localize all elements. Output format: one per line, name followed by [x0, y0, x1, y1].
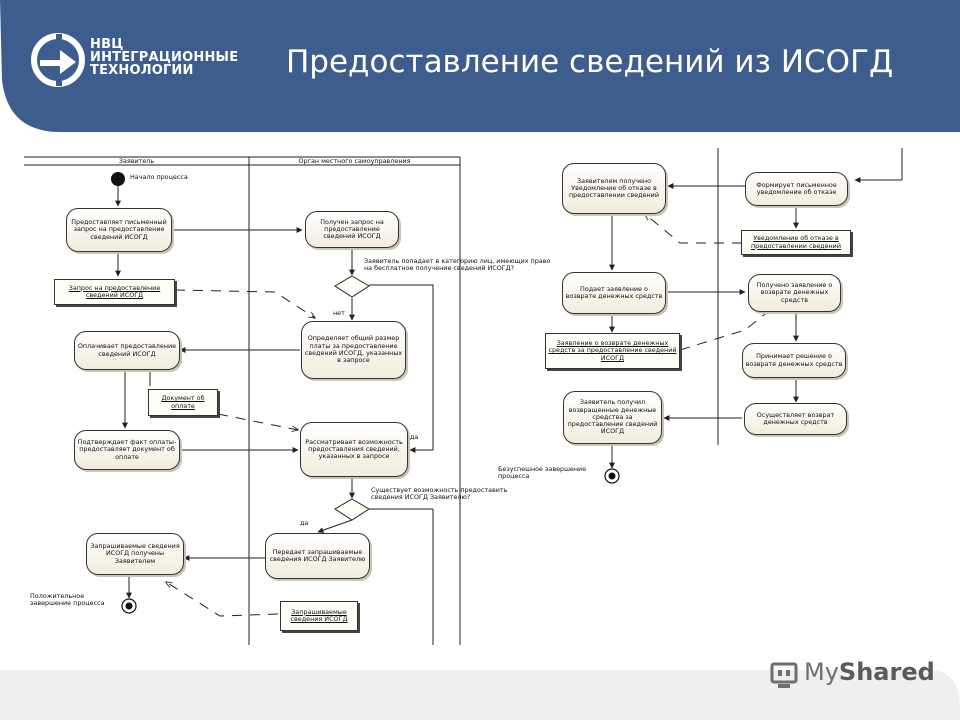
decision-can-provide-yes: да: [300, 519, 309, 527]
object-requested-info-label: Запрашиваемые сведения ИСОГД: [290, 607, 348, 623]
activity-request-received: Получен запрос на предоставление сведени…: [305, 211, 399, 248]
header-background: [0, 0, 960, 132]
activity-refund-decision: Принимает решение о возврате денежных ср…: [742, 343, 846, 378]
logo-line-3: ТЕХНОЛОГИИ: [90, 63, 194, 78]
activity-refund-received-by-applicant: Заявитель получил возвращенные денежные …: [563, 391, 662, 444]
myshared-logo-icon: [770, 662, 798, 688]
nvc-logo-icon: [31, 33, 85, 87]
end-negative-label: Безуспешное завершение процесса: [498, 465, 587, 481]
header-bar: НВЦ ИНТЕГРАЦИОННЫЕ ТЕХНОЛОГИИ Предоставл…: [0, 0, 960, 132]
object-refusal-notice-label: Уведомление об отказе в предоставлении с…: [751, 234, 841, 250]
page-title: Предоставление сведений из ИСОГД: [286, 44, 894, 80]
object-refusal-notice: Уведомление об отказе в предоставлении с…: [741, 230, 851, 255]
object-refund-application-label: Заявление о возврате денежных средств за…: [548, 339, 677, 362]
activity-pay: Оплачивает предоставление сведений ИСОГД: [74, 331, 180, 370]
decision-free-access-yes: да: [410, 433, 419, 441]
decision-can-provide: [334, 498, 370, 521]
activity-determine-fee: Определяет общий размер платы за предост…: [301, 321, 406, 379]
activity-refusal-received: Заявителем получено Уведомление об отказ…: [562, 163, 666, 214]
myshared-logo: MyShared: [768, 654, 938, 694]
activity-make-refund: Осуществляет возврат денежных средств: [744, 403, 847, 435]
object-requested-info: Запрашиваемые сведения ИСОГД: [280, 601, 358, 631]
object-request-label: Запрос на предоставление сведений ИСОГД: [68, 283, 161, 299]
footer-band: [0, 670, 960, 720]
myshared-text: MyShared: [804, 658, 935, 686]
object-request: Запрос на предоставление сведений ИСОГД: [54, 279, 175, 305]
logo-line-1: НВЦ: [90, 37, 124, 52]
decision-can-provide-label: Существует возможность предоставить свед…: [371, 486, 508, 502]
lane-applicant: Заявитель: [118, 157, 155, 165]
myshared-bold: Shared: [838, 658, 935, 686]
myshared-light: My: [804, 658, 839, 686]
decision-free-access-no: нет: [333, 309, 345, 317]
object-payment-document-label: Документ об оплате: [161, 394, 205, 410]
logo-text: НВЦ ИНТЕГРАЦИОННЫЕ ТЕХНОЛОГИИ: [90, 38, 238, 77]
activity-form-refusal: Формирует письменное уведомление об отка…: [745, 172, 848, 206]
activity-refund-received: Получено заявление о возврате денежных с…: [748, 274, 841, 312]
object-payment-document: Документ об оплате: [148, 389, 218, 416]
decision-free-access: [334, 275, 370, 298]
activity-info-received: Запрашиваемые сведения ИСОГД получены За…: [86, 533, 184, 575]
lane-authority: Орган местного самоуправления: [298, 157, 411, 165]
logo-line-2: ИНТЕГРАЦИОННЫЕ: [90, 50, 239, 65]
activity-transfer-info: Передает запрашиваемые сведения ИСОГД За…: [265, 533, 370, 579]
object-refund-application: Заявление о возврате денежных средств за…: [545, 333, 680, 369]
start-label: Начало процесса: [130, 173, 188, 181]
activity-submit-request: Предоставляет письменный запрос на предо…: [66, 208, 172, 252]
company-logo: НВЦ ИНТЕГРАЦИОННЫЕ ТЕХНОЛОГИИ: [30, 32, 270, 92]
activity-confirm-payment: Подтверждает факт оплаты-предоставляет д…: [74, 430, 180, 470]
start-node: [111, 172, 125, 186]
end-positive-label: Положительное завершение процесса: [30, 592, 105, 608]
decision-free-access-label: Заявитель попадает в категорию лиц, имею…: [364, 257, 551, 273]
activity-review-possibility: Рассматривает возможность предоставления…: [300, 422, 408, 477]
activity-submit-refund: Подает заявление о возврате денежных сре…: [562, 272, 666, 314]
